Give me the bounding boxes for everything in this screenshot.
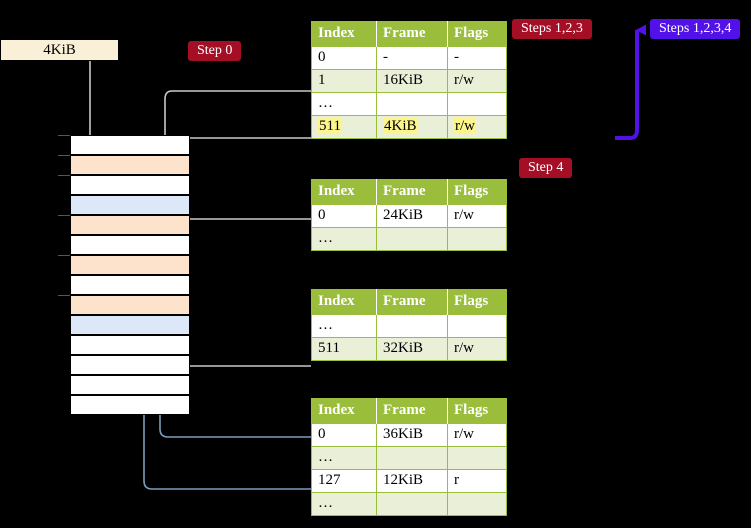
memory-frame-row	[70, 195, 190, 215]
arrow-steps-bracket	[615, 24, 646, 140]
cell-flags: r	[447, 469, 507, 493]
cell-flags: r/w	[447, 69, 507, 93]
cell-index: 511	[311, 337, 377, 361]
cell-index: …	[311, 314, 377, 338]
table-row: …	[311, 446, 507, 470]
cell-index: 127	[311, 469, 377, 493]
memory-frame-row	[70, 235, 190, 255]
memory-frame-row	[70, 335, 190, 355]
memory-frame-row	[70, 375, 190, 395]
cell-frame: -	[376, 46, 448, 70]
cell-frame: 12KiB	[376, 469, 448, 493]
cell-flags	[447, 446, 507, 470]
cell-frame	[376, 314, 448, 338]
cell-frame	[376, 446, 448, 470]
memory-frame-row	[70, 255, 190, 275]
cell-index: 0	[311, 423, 377, 447]
badge-steps-123: Steps 1,2,3	[512, 19, 592, 39]
cell-index: …	[311, 92, 377, 116]
column-header-index: Index	[311, 289, 377, 315]
memory-frame-row	[70, 215, 190, 235]
memory-frame-row	[70, 395, 190, 415]
cell-frame: 16KiB	[376, 69, 448, 93]
memory-frame-row	[70, 135, 190, 155]
highlighted-value: 4KiB	[383, 118, 418, 134]
cell-index: 511	[311, 115, 377, 139]
memory-frame-tick	[58, 175, 70, 176]
cell-frame: 24KiB	[376, 204, 448, 228]
badge-step-0: Step 0	[188, 41, 242, 61]
cell-flags: r/w	[447, 115, 507, 139]
cell-frame: 36KiB	[376, 423, 448, 447]
column-header-index: Index	[311, 179, 377, 205]
cell-index: …	[311, 227, 377, 251]
memory-frame-tick	[58, 155, 70, 156]
memory-frame-row	[70, 155, 190, 175]
table-row: …	[311, 227, 507, 251]
column-header-index: Index	[311, 21, 377, 47]
badge-step-4: Step 4	[519, 158, 573, 178]
memory-frame-tick	[58, 295, 70, 296]
table-row: …	[311, 314, 507, 338]
memory-frame-tick	[58, 215, 70, 216]
cell-index: 0	[311, 46, 377, 70]
column-header-frame: Frame	[376, 398, 448, 424]
memory-frame-row	[70, 275, 190, 295]
memory-frame-row	[70, 355, 190, 375]
cell-index: …	[311, 446, 377, 470]
badge-steps-1234: Steps 1,2,3,4	[650, 19, 741, 39]
physical-memory-column	[58, 135, 190, 415]
table-row: 0--	[311, 46, 507, 70]
cell-flags	[447, 314, 507, 338]
column-header-flags: Flags	[447, 21, 507, 47]
page-size-label: 4KiB	[43, 41, 76, 58]
cell-flags: r/w	[447, 423, 507, 447]
table-row: …	[311, 492, 507, 516]
cell-index: …	[311, 492, 377, 516]
cell-index: 1	[311, 69, 377, 93]
cell-flags	[447, 227, 507, 251]
cell-flags	[447, 492, 507, 516]
table-row: 511 4KiB r/w	[311, 115, 507, 139]
page-size-box: 4KiB	[0, 39, 119, 61]
highlighted-value: 511	[318, 118, 342, 134]
cell-flags: r/w	[447, 337, 507, 361]
table-row: …	[311, 92, 507, 116]
column-header-flags: Flags	[447, 398, 507, 424]
column-header-frame: Frame	[376, 289, 448, 315]
cell-frame	[376, 227, 448, 251]
cell-frame	[376, 92, 448, 116]
column-header-frame: Frame	[376, 21, 448, 47]
cell-flags: -	[447, 46, 507, 70]
memory-frame-tick	[58, 135, 70, 136]
cell-frame: 4KiB	[376, 115, 448, 139]
cell-index: 0	[311, 204, 377, 228]
memory-frame-row	[70, 315, 190, 335]
memory-frame-row	[70, 295, 190, 315]
memory-frame-tick	[58, 255, 70, 256]
cell-frame: 32KiB	[376, 337, 448, 361]
memory-frame-row	[70, 175, 190, 195]
cell-flags: r/w	[447, 204, 507, 228]
column-header-frame: Frame	[376, 179, 448, 205]
highlighted-value: r/w	[454, 118, 476, 134]
cell-flags	[447, 92, 507, 116]
cell-frame	[376, 492, 448, 516]
column-header-index: Index	[311, 398, 377, 424]
wire-t2r0-to-frame	[173, 218, 311, 262]
column-header-flags: Flags	[447, 289, 507, 315]
column-header-flags: Flags	[447, 179, 507, 205]
